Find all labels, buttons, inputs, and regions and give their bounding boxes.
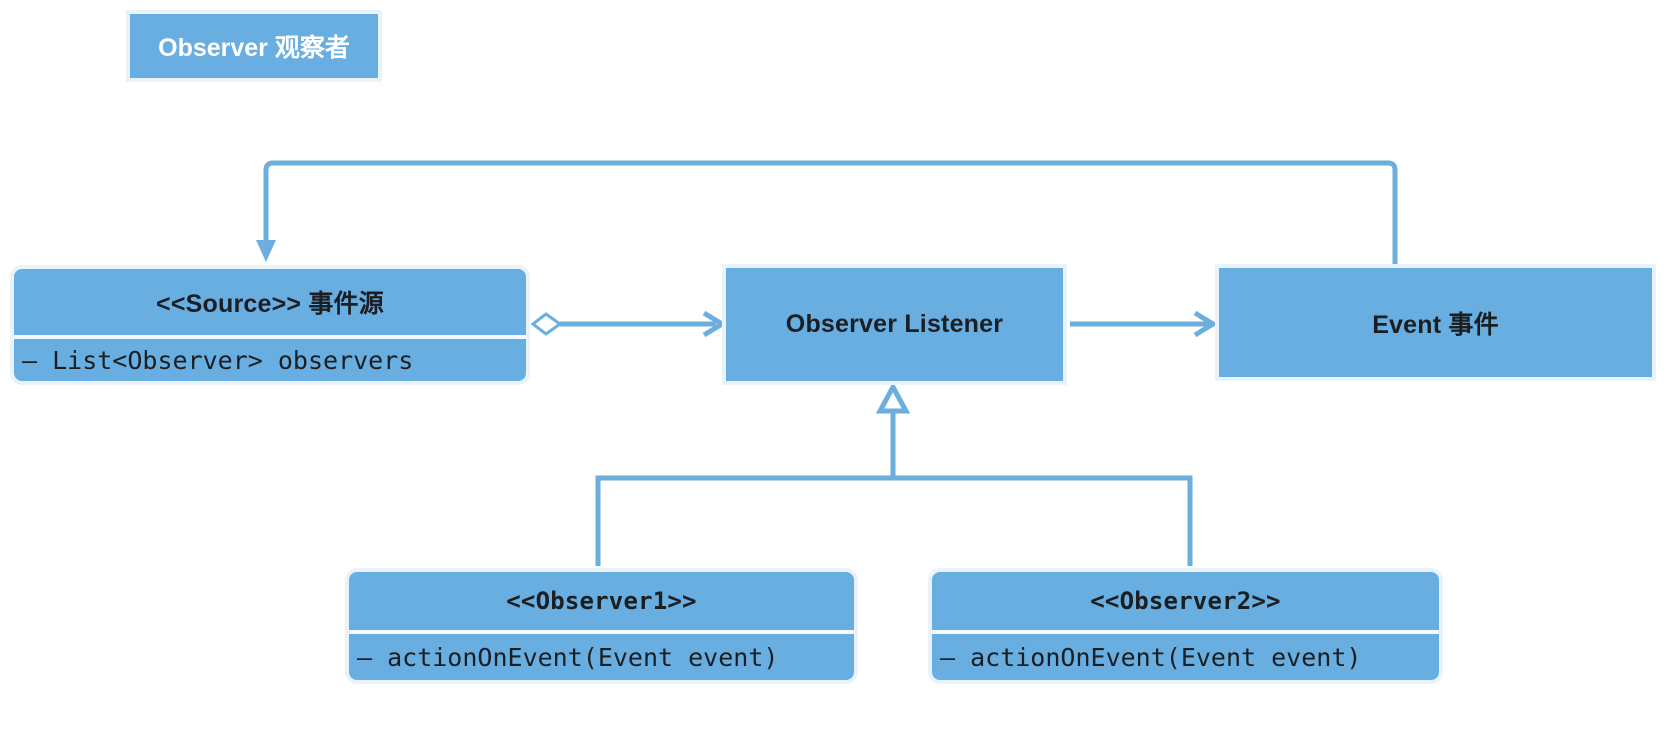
open-arrow-head — [1193, 310, 1218, 338]
filled-arrow-head — [256, 240, 276, 262]
class-node-observer1-method: – actionOnEvent(Event event) — [357, 642, 779, 672]
class-node-observer2[interactable]: <<Observer2>> – actionOnEvent(Event even… — [928, 568, 1443, 684]
class-node-observer2-method: – actionOnEvent(Event event) — [940, 642, 1362, 672]
compartment-divider — [14, 335, 526, 339]
compartment-divider — [932, 630, 1439, 634]
hollow-triangle-head — [875, 381, 911, 414]
hollow-diamond-head — [530, 312, 563, 336]
class-node-source[interactable]: <<Source>> 事件源 – List<Observer> observer… — [10, 265, 530, 385]
class-node-observer1[interactable]: <<Observer1>> – actionOnEvent(Event even… — [345, 568, 858, 684]
diagram-title-text: Observer 观察者 — [158, 34, 350, 62]
edge-observers-to-listener — [595, 381, 1193, 566]
compartment-divider — [349, 630, 854, 634]
edge-source-to-listener — [530, 310, 727, 338]
class-node-observer-listener[interactable]: Observer Listener — [722, 264, 1067, 385]
class-node-observer2-title: <<Observer2>> — [1090, 587, 1281, 615]
class-node-observer1-title: <<Observer1>> — [506, 587, 697, 615]
class-node-source-attribute: – List<Observer> observers — [22, 345, 414, 375]
class-node-source-title: <<Source>> 事件源 — [156, 290, 384, 318]
class-node-event[interactable]: Event 事件 — [1215, 264, 1656, 381]
open-arrow-head — [702, 310, 727, 338]
edge-listener-to-event — [1070, 310, 1218, 338]
class-node-event-title: Event 事件 — [1372, 310, 1499, 339]
class-node-observer-listener-title: Observer Listener — [785, 310, 1004, 338]
edge-event-to-source — [256, 160, 1398, 264]
diagram-title-banner: Observer 观察者 — [126, 10, 382, 82]
